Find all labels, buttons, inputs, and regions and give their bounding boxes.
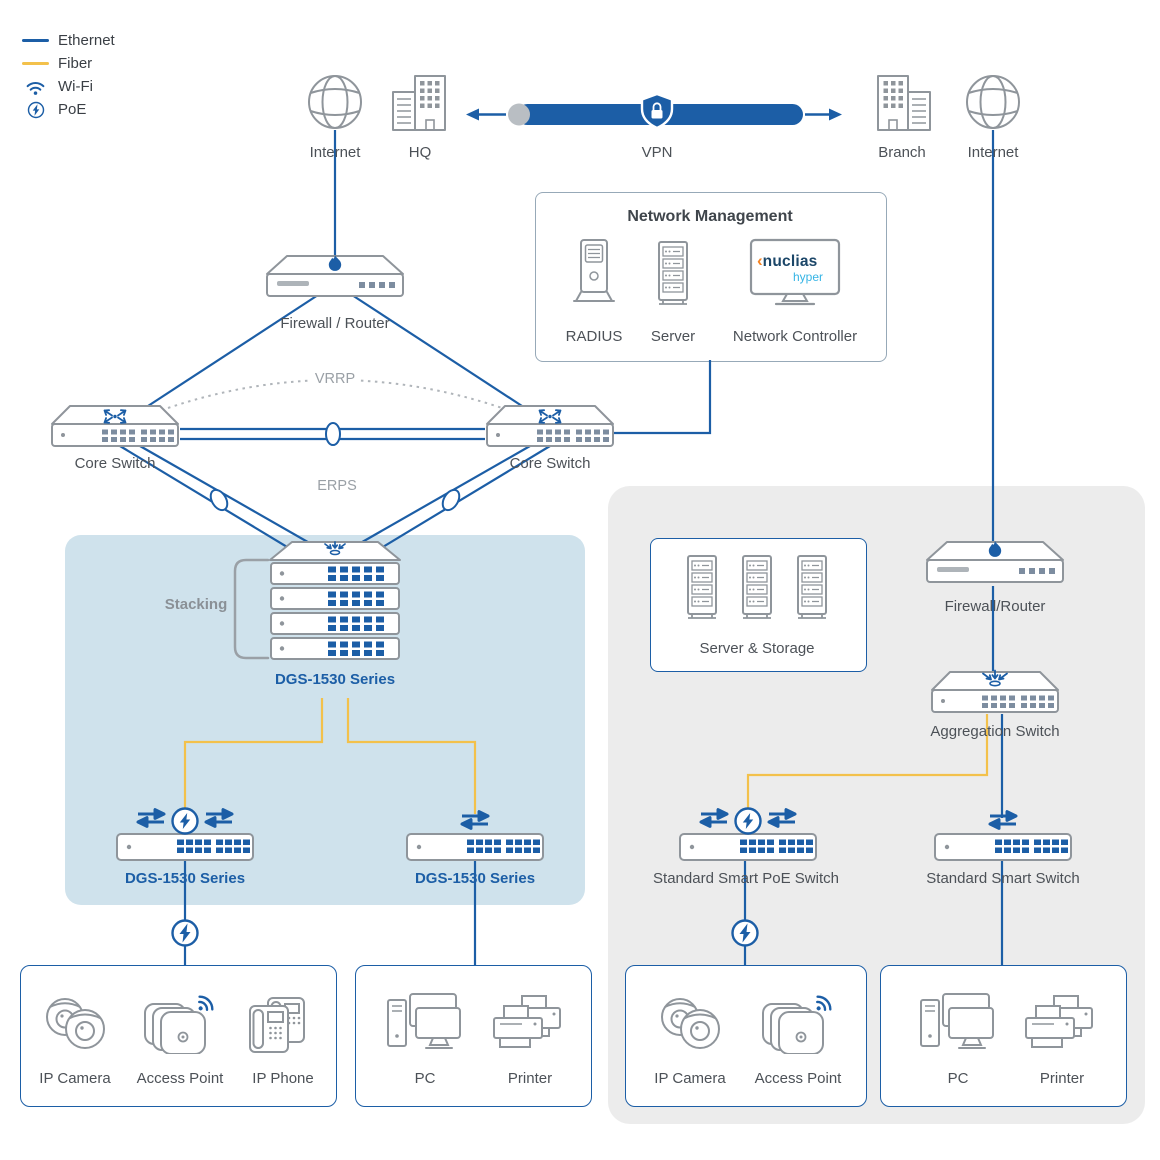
ip-camera-icon	[46, 998, 105, 1049]
server-storage-label: Server & Storage	[699, 640, 815, 657]
stacking-label: Stacking	[164, 596, 228, 613]
vpn-tunnel	[466, 92, 842, 130]
branch-building-icon	[877, 75, 931, 131]
internet-right-label: Internet	[967, 144, 1019, 161]
branch-printer-label: Printer	[1039, 1070, 1085, 1087]
fiber-links	[183, 698, 989, 814]
legend-ethernet-label: Ethernet	[58, 32, 115, 49]
storage-rack-icon-3	[797, 555, 827, 619]
branch-label: Branch	[878, 144, 926, 161]
dgs1530-access-label: DGS-1530 Series	[414, 870, 536, 887]
internet-left-label: Internet	[309, 144, 361, 161]
dgs1530-access-poe-label: DGS-1530 Series	[124, 870, 246, 887]
aggregation-switch-device	[930, 666, 1060, 716]
poe-badge-hq-link	[171, 919, 199, 947]
nuclias-chevron-icon: ‹	[757, 251, 763, 270]
standard-smart-poe-switch-label: Standard Smart PoE Switch	[653, 870, 839, 887]
branch-firewall-device	[926, 540, 1064, 583]
printer-icon	[493, 995, 561, 1048]
ip-camera-icon	[661, 998, 720, 1049]
ip-phone-icon	[249, 997, 305, 1053]
standard-smart-switch-device	[933, 810, 1073, 862]
hq-ip-phone-label: IP Phone	[252, 1070, 314, 1087]
erps-rings	[209, 422, 461, 512]
hq-firewall-label: Firewall / Router	[280, 315, 390, 332]
internet-globe-left-icon	[308, 75, 362, 129]
network-controller-label: Network Controller	[732, 328, 858, 345]
legend: Ethernet Fiber Wi-Fi PoE	[22, 29, 115, 121]
fiber-stack-accesspoe	[183, 698, 324, 814]
branch-access-point-label: Access Point	[754, 1070, 842, 1087]
hq-label: HQ	[408, 144, 432, 161]
pc-icon	[920, 993, 994, 1049]
core-switch-left-label: Core Switch	[74, 455, 156, 472]
radius-label: RADIUS	[565, 328, 623, 345]
radius-server-icon	[573, 239, 615, 302]
ethernet-links	[119, 130, 1004, 966]
access-point-icon	[761, 992, 835, 1054]
legend-fiber-label: Fiber	[58, 55, 93, 72]
server-rack-icon	[658, 241, 688, 305]
legend-poe-label: PoE	[58, 101, 87, 118]
ethernet-line-swatch	[22, 39, 49, 42]
link-firewall-core-right	[351, 294, 523, 407]
stacking-bracket	[233, 558, 270, 660]
pc-icon	[387, 993, 461, 1049]
dgs1530-access-poe-device	[115, 807, 255, 862]
standard-smart-switch-label: Standard Smart Switch	[926, 870, 1080, 887]
poe-icon	[27, 101, 44, 118]
branch-poe-endpoints-box	[625, 965, 867, 1107]
branch-firewall-label: Firewall/Router	[944, 598, 1046, 615]
dgs1530-stack-device	[269, 541, 401, 660]
server-label: Server	[650, 328, 696, 345]
legend-fiber: Fiber	[22, 52, 115, 75]
dgs1530-access-device	[405, 810, 545, 862]
fiber-line-swatch	[22, 62, 49, 65]
printer-icon	[1025, 995, 1093, 1048]
hq-building-icon	[392, 75, 446, 131]
branch-ip-camera-label: IP Camera	[654, 1070, 726, 1087]
wifi-icon	[26, 81, 45, 96]
vpn-label: VPN	[641, 144, 673, 161]
aggregation-switch-label: Aggregation Switch	[930, 723, 1060, 740]
vpn-shield-lock-icon	[640, 92, 674, 130]
legend-wifi: Wi-Fi	[22, 75, 115, 98]
nuclias-logo: ‹nuclias hyper	[757, 252, 835, 283]
legend-poe: PoE	[22, 98, 115, 121]
vpn-endpoint-cap	[508, 103, 530, 126]
erps-label: ERPS	[312, 478, 362, 496]
link-nm-core	[612, 360, 712, 435]
network-management-title: Network Management	[627, 208, 793, 225]
internet-globe-right-icon	[966, 75, 1020, 129]
core-switch-right-device	[485, 400, 615, 450]
link-firewall-core-left	[147, 294, 319, 407]
fiber-agg-poeswitch	[746, 714, 989, 812]
branch-pc-label: PC	[947, 1070, 969, 1087]
storage-rack-icon-1	[687, 555, 717, 619]
legend-wifi-label: Wi-Fi	[58, 78, 93, 95]
storage-rack-icon-2	[742, 555, 772, 619]
core-switch-left-device	[50, 400, 180, 450]
hq-printer-label: Printer	[507, 1070, 553, 1087]
standard-smart-poe-switch-device	[678, 807, 818, 862]
dgs1530-stack-label: DGS-1530 Series	[274, 671, 396, 688]
hq-pc-label: PC	[414, 1070, 436, 1087]
fiber-stack-access	[346, 698, 477, 814]
hq-access-point-label: Access Point	[136, 1070, 224, 1087]
access-point-icon	[143, 992, 217, 1054]
hq-ip-camera-label: IP Camera	[39, 1070, 111, 1087]
vrrp-label: VRRP	[309, 371, 361, 389]
legend-ethernet: Ethernet	[22, 29, 115, 52]
hq-firewall-device	[266, 254, 404, 297]
stacking-arrows-icon	[324, 541, 346, 550]
poe-badge-branch-link	[731, 919, 759, 947]
nuclias-brand: nuclias	[762, 253, 818, 270]
core-switch-right-label: Core Switch	[509, 455, 591, 472]
nuclias-sub-brand: hyper	[793, 269, 824, 284]
